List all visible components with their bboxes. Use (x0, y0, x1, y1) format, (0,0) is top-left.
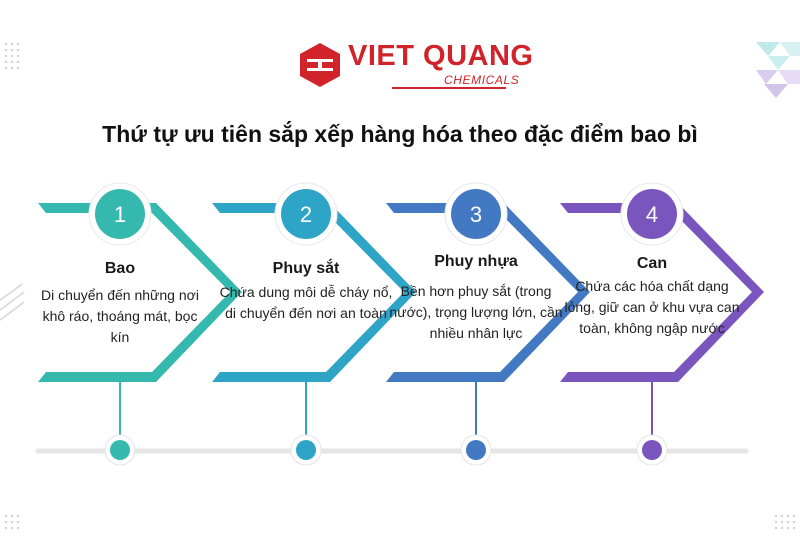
step-description-2: Chứa dung môi dễ cháy nổ, di chuyển đến … (219, 284, 393, 321)
triangle-pattern-top-right (756, 42, 800, 98)
step-title-4: Can (636, 255, 668, 272)
step-1: 1 (38, 182, 242, 466)
step-2: 2 (212, 182, 416, 466)
step-number-1: 1 (114, 202, 126, 227)
timeline-dot-3 (466, 440, 486, 460)
brand-logo: VIET QUANG CHEMICALS (298, 38, 533, 92)
number-badge-4 (627, 189, 677, 239)
step-description-3: Bền hơn phuy sắt (trong nước), trọng lượ… (389, 283, 563, 341)
chevron-arrow-1 (38, 203, 242, 382)
step-title-1: Bao (104, 260, 136, 277)
step-title-3: Phuy nhựa (434, 253, 518, 270)
curve-lines-left (0, 283, 25, 321)
timeline-dot-4 (642, 440, 662, 460)
brand-underline (392, 87, 506, 89)
step-description-1: Di chuyển đến những nơi khô ráo, thoáng … (41, 287, 199, 345)
brand-subtitle: CHEMICALS (444, 73, 520, 87)
number-badge-1 (95, 189, 145, 239)
step-title-2: Phuy sắt (272, 260, 340, 277)
chevron-arrow-4 (560, 203, 764, 382)
dot-grid-bottom-left (4, 514, 20, 530)
dot-grid-top-left (4, 42, 20, 70)
hexagon-logo-icon (300, 43, 340, 87)
number-badge-2 (281, 189, 331, 239)
step-3: 3 (386, 182, 590, 466)
timeline-dot-1 (110, 440, 130, 460)
step-number-2: 2 (300, 202, 312, 227)
step-number-4: 4 (646, 202, 658, 227)
timeline-dot-2 (296, 440, 316, 460)
number-badge-3 (451, 189, 501, 239)
dot-grid-bottom-right (774, 514, 796, 530)
page-title: Thứ tự ưu tiên sắp xếp hàng hóa theo đặc… (102, 121, 698, 147)
chevron-arrow-2 (212, 203, 416, 382)
step-number-3: 3 (470, 202, 482, 227)
chevron-arrow-3 (386, 203, 590, 382)
step-4: 4 (560, 182, 764, 466)
step-description-4: Chứa các hóa chất dạng lỏng, giữ can ở k… (564, 278, 740, 336)
brand-name: VIET QUANG (348, 40, 534, 72)
